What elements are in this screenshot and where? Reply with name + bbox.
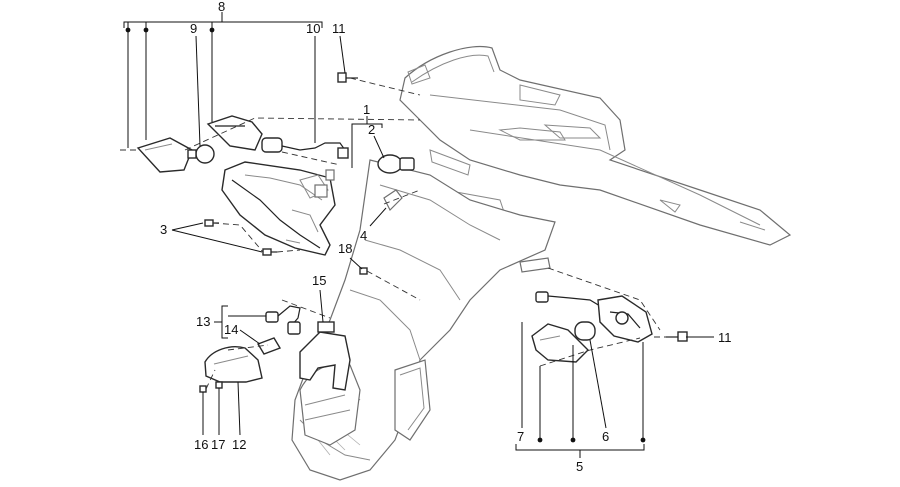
license-light-bulb: [256, 337, 282, 355]
callout-leaders: [123, 12, 714, 458]
callout-4: 4: [360, 228, 367, 243]
callout-11-top: 11: [332, 21, 346, 36]
callout-7: 7: [517, 429, 524, 444]
license-bracket: [299, 321, 351, 391]
callout-17: 17: [211, 437, 225, 452]
license-light-cable: [265, 305, 301, 335]
callout-16: 16: [194, 437, 208, 452]
callout-5: 5: [576, 459, 583, 474]
right-indicator-bulb: [574, 321, 596, 341]
license-light-lens: [204, 346, 263, 383]
callout-13: 13: [196, 314, 210, 329]
right-indicator-housing: [597, 295, 653, 343]
callout-2: 2: [368, 122, 375, 137]
callout-labels: 8 9 10 11 1 2 3 4 18 15 13 14 16 17 12 1…: [160, 0, 732, 474]
callout-8: 8: [218, 0, 225, 14]
right-indicator-cable: [535, 291, 601, 307]
callout-11-right: 11: [718, 330, 732, 345]
callout-18: 18: [338, 241, 352, 256]
tail-bulb: [377, 154, 415, 174]
tail-light-assembly: [221, 161, 336, 256]
callout-14: 14: [224, 322, 238, 337]
left-indicator-lens: [136, 137, 193, 173]
screw-11-top: [337, 72, 358, 83]
callout-1: 1: [363, 102, 370, 117]
left-indicator-bulb: [187, 144, 215, 164]
clip-18: [359, 267, 368, 275]
callout-3: 3: [160, 222, 167, 237]
left-indicator-housing: [206, 115, 349, 159]
callout-10: 10: [306, 21, 320, 36]
callout-12: 12: [232, 437, 246, 452]
screw-3b: [262, 248, 277, 256]
bulb-holder: [383, 189, 403, 212]
right-indicator-lens: [531, 323, 589, 363]
rear-tail-frame: [291, 46, 792, 481]
callout-9: 9: [190, 21, 197, 36]
assembly-lines: [120, 77, 666, 390]
callout-6: 6: [602, 429, 609, 444]
callout-15: 15: [312, 273, 326, 288]
screw-11-right: [666, 331, 688, 342]
